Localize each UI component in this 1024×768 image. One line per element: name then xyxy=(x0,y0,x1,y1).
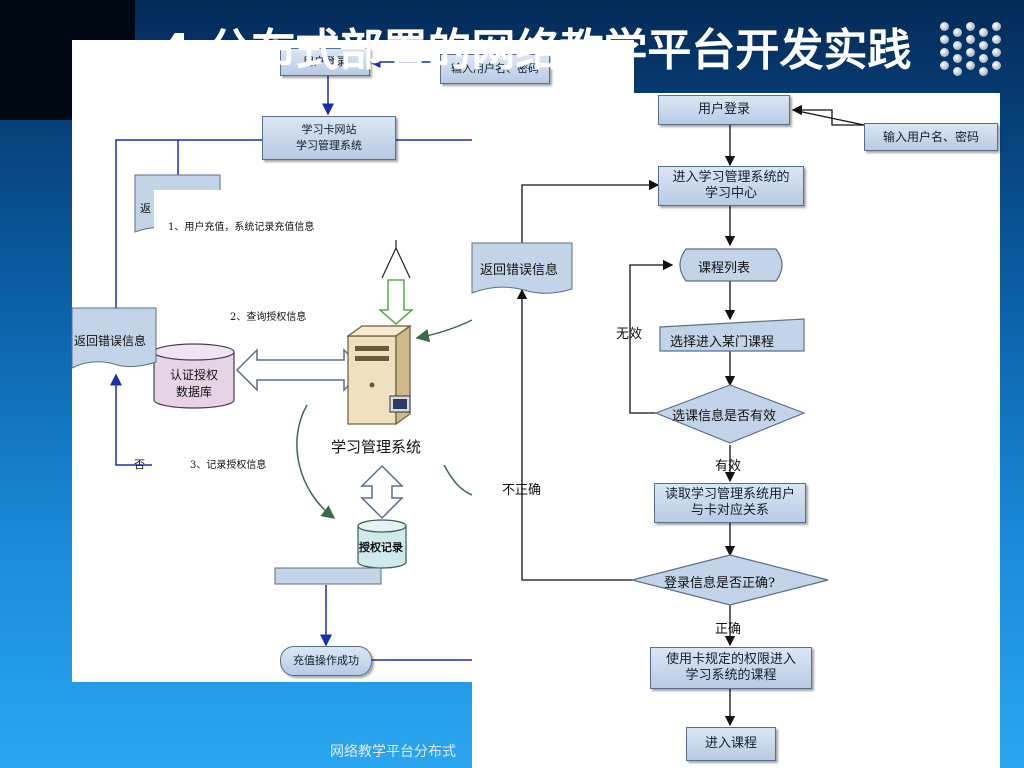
left-step1-label: 1、用户充值，系统记录充值信息 xyxy=(168,222,315,233)
left-login-box: 用户登录 xyxy=(280,48,370,76)
right-course-list-label: 课程列表 xyxy=(698,261,751,276)
right-enter-center-box: 进入学习管理系统的 学习中心 xyxy=(658,166,804,206)
right-diagram-panel: 用户登录 输入用户名、密码 进入学习管理系统的 学习中心 返回错误信息 课程列表… xyxy=(471,93,1000,768)
right-use-card-box: 使用卡规定的权限进入 学习系统的课程 xyxy=(650,647,812,689)
right-valid-label: 有效 xyxy=(715,459,742,474)
decorative-dot xyxy=(953,67,962,76)
decorative-dot xyxy=(940,61,949,70)
left-auth-record-label: 授权记录 xyxy=(359,541,403,554)
decorative-dot xyxy=(966,35,975,44)
left-step3-label: 3、记录授权信息 xyxy=(190,460,267,471)
right-return-error-label: 返回错误信息 xyxy=(480,263,559,278)
decorative-dot xyxy=(979,67,988,76)
left-recharge-success-box: 充值操作成功 xyxy=(280,646,372,676)
decorative-dot xyxy=(953,54,962,63)
decorative-dot xyxy=(992,35,1001,44)
right-correct-label: 正确 xyxy=(715,622,742,637)
left-return-error-label: 返回错误信息 xyxy=(74,334,147,348)
left-lms-label: 学习管理系统 xyxy=(331,438,422,456)
right-check-selection-label: 选课信息是否有效 xyxy=(672,409,777,424)
left-return-error-partial: 返 xyxy=(140,202,151,215)
decorative-dot xyxy=(992,22,1001,31)
slide-footer: 网络教学平台分布式 xyxy=(330,744,456,760)
right-diagram-connectors xyxy=(471,104,865,727)
decorative-dot xyxy=(953,28,962,37)
left-auth-db-label: 认证授权 数据库 xyxy=(169,368,218,399)
decorative-dot xyxy=(966,61,975,70)
right-incorrect-label: 不正确 xyxy=(502,483,542,498)
decorative-dot xyxy=(953,41,962,50)
decorative-dot xyxy=(992,61,1001,70)
left-no-label: 否 xyxy=(134,458,145,471)
decorative-dot xyxy=(940,22,949,31)
right-enter-course-box: 进入课程 xyxy=(686,727,776,761)
decorative-dot xyxy=(979,41,988,50)
left-step1-overlay xyxy=(154,190,474,240)
decorative-dot xyxy=(992,48,1001,57)
decorative-dot xyxy=(966,22,975,31)
decorative-dot-grid xyxy=(940,22,1004,78)
decorative-dot xyxy=(940,48,949,57)
slide-title: 4.分布式部署的网络教学平台开发实践 xyxy=(160,25,912,76)
left-card-site-box: 学习卡网站 学习管理系统 xyxy=(262,116,396,160)
left-input-credentials-box: 输入用户名、密码 xyxy=(440,54,550,84)
right-invalid-label: 无效 xyxy=(616,327,643,342)
decorative-dot xyxy=(979,54,988,63)
right-input-credentials-box: 输入用户名、密码 xyxy=(864,123,998,151)
right-read-mapping-box: 读取学习管理系统用户 与卡对应关系 xyxy=(654,483,806,523)
decorative-dot xyxy=(940,35,949,44)
decorative-dot xyxy=(979,28,988,37)
left-step2-label: 2、查询授权信息 xyxy=(230,312,307,323)
right-login-box: 用户登录 xyxy=(658,95,790,125)
decorative-dot xyxy=(966,48,975,57)
right-check-login-label: 登录信息是否正确? xyxy=(664,576,775,591)
right-select-course-label: 选择进入某门课程 xyxy=(670,335,775,350)
